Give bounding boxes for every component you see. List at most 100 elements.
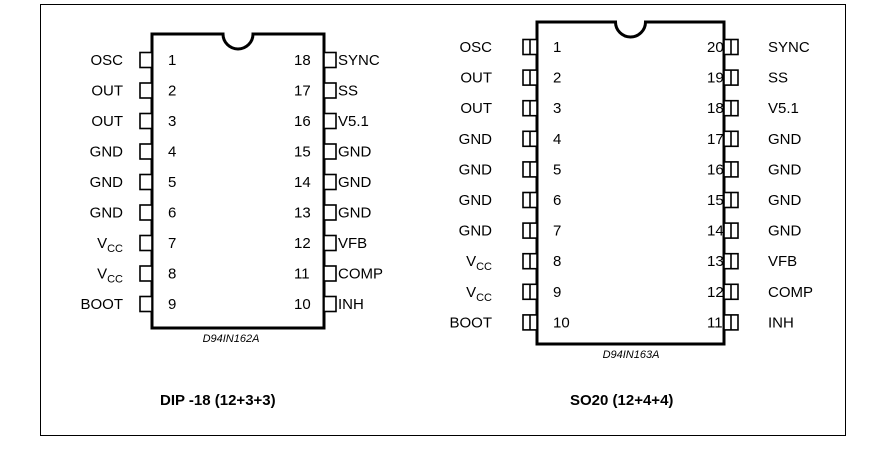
pin-label-pin5: GND <box>90 174 124 191</box>
pin-number-4: 4 <box>168 144 176 161</box>
pin-lead <box>139 265 153 282</box>
pin-lead <box>323 112 337 130</box>
pin-number-3: 3 <box>553 100 561 117</box>
pin-lead <box>323 82 337 99</box>
pin-number-6: 6 <box>168 205 176 222</box>
pin-lead <box>323 234 337 252</box>
pin-number-16: 16 <box>294 113 311 130</box>
figure-frame <box>40 4 846 436</box>
pin-label-pin1: OSC <box>459 39 492 56</box>
pin-number-1: 1 <box>168 52 176 69</box>
pin-label-pin13: VFB <box>768 253 797 270</box>
pin-number-15: 15 <box>707 192 724 209</box>
pin-label-pin17: SS <box>338 83 358 100</box>
pin-label-pin10: INH <box>338 296 364 313</box>
pin-number-12: 12 <box>707 284 724 301</box>
pin-label-pin17: GND <box>768 131 802 148</box>
pin-lead <box>139 234 153 252</box>
pin-number-17: 17 <box>294 83 311 100</box>
pin-number-14: 14 <box>707 223 724 240</box>
pin-number-11: 11 <box>707 314 723 331</box>
pin-label-subscript: CC <box>476 292 492 304</box>
pin-number-6: 6 <box>553 192 561 209</box>
pin-number-4: 4 <box>553 131 561 148</box>
pin-label-pin14: GND <box>768 223 802 240</box>
so20-ic-body <box>535 20 726 346</box>
pin-number-20: 20 <box>707 39 724 56</box>
pin-label-pin18: SYNC <box>338 52 380 69</box>
pin-number-10: 10 <box>294 296 311 313</box>
pin-number-9: 9 <box>553 284 561 301</box>
pin-label-subscript: CC <box>107 243 123 255</box>
pin-label-pin11: COMP <box>338 266 383 283</box>
pin-label-pin7: VCC <box>97 235 123 255</box>
pin-lead <box>139 295 153 313</box>
pin-number-12: 12 <box>294 235 311 252</box>
pin-lead <box>139 82 153 99</box>
pin-number-2: 2 <box>553 70 561 87</box>
pin-lead <box>323 173 337 191</box>
pin-label-pin5: GND <box>459 161 493 178</box>
pin-number-5: 5 <box>168 174 176 191</box>
pin-label-pin12: COMP <box>768 284 813 301</box>
pin-label-pin15: GND <box>768 192 802 209</box>
pin-number-1: 1 <box>553 39 561 56</box>
pin-lead <box>323 265 337 282</box>
pin-label-pin18: V5.1 <box>768 100 799 117</box>
pin-lead <box>323 204 337 221</box>
pin-label-pin9: VCC <box>466 284 492 304</box>
pin-number-18: 18 <box>294 52 311 69</box>
pin-label-pin3: OUT <box>91 113 123 130</box>
pin-label-pin19: SS <box>768 70 788 87</box>
pin-lead <box>139 112 153 130</box>
pin-number-7: 7 <box>553 223 561 240</box>
pin-label-pin8: VCC <box>466 253 492 273</box>
pin-label-pin6: GND <box>90 205 124 222</box>
pin-label-pin8: VCC <box>97 266 123 286</box>
pin-label-pin13: GND <box>338 205 372 222</box>
dip18-caption: DIP -18 (12+3+3) <box>160 392 276 409</box>
pin-lead <box>139 173 153 191</box>
pin-number-8: 8 <box>553 253 561 270</box>
pin-number-15: 15 <box>294 144 311 161</box>
pin-label-pin16: V5.1 <box>338 113 369 130</box>
so20-drawing-code: D94IN163A <box>603 349 660 361</box>
pin-number-13: 13 <box>707 253 724 270</box>
pin-label-pin4: GND <box>459 131 493 148</box>
pin-label-pin11: INH <box>768 314 794 331</box>
pin-lead <box>139 143 153 160</box>
pin-lead <box>323 295 337 313</box>
pin-number-13: 13 <box>294 205 311 222</box>
pin-number-5: 5 <box>553 161 561 178</box>
pin-label-pin15: GND <box>338 144 372 161</box>
pin-label-pin3: OUT <box>460 100 492 117</box>
pin-number-17: 17 <box>707 131 724 148</box>
pin-number-9: 9 <box>168 296 176 313</box>
pin-label-pin6: GND <box>459 192 493 209</box>
pin-lead <box>323 51 337 69</box>
pin-label-pin2: OUT <box>460 70 492 87</box>
so20-caption: SO20 (12+4+4) <box>570 392 674 409</box>
pin-number-2: 2 <box>168 83 176 100</box>
pin-number-18: 18 <box>707 100 724 117</box>
pin-label-pin12: VFB <box>338 235 367 252</box>
pin-label-subscript: CC <box>107 274 123 286</box>
pin-label-pin20: SYNC <box>768 39 810 56</box>
pin-number-14: 14 <box>294 174 311 191</box>
pin-label-pin14: GND <box>338 174 372 191</box>
pin-lead <box>139 51 153 69</box>
pin-label-pin7: GND <box>459 223 493 240</box>
pin-number-11: 11 <box>294 266 310 283</box>
dip18-drawing-code: D94IN162A <box>203 333 260 345</box>
pin-label-pin16: GND <box>768 161 802 178</box>
pin-lead <box>139 204 153 221</box>
pin-number-10: 10 <box>553 314 570 331</box>
pin-number-16: 16 <box>707 161 724 178</box>
pin-number-19: 19 <box>707 70 724 87</box>
pin-label-pin10: BOOT <box>449 314 492 331</box>
pin-label-subscript: CC <box>476 261 492 273</box>
pin-number-3: 3 <box>168 113 176 130</box>
